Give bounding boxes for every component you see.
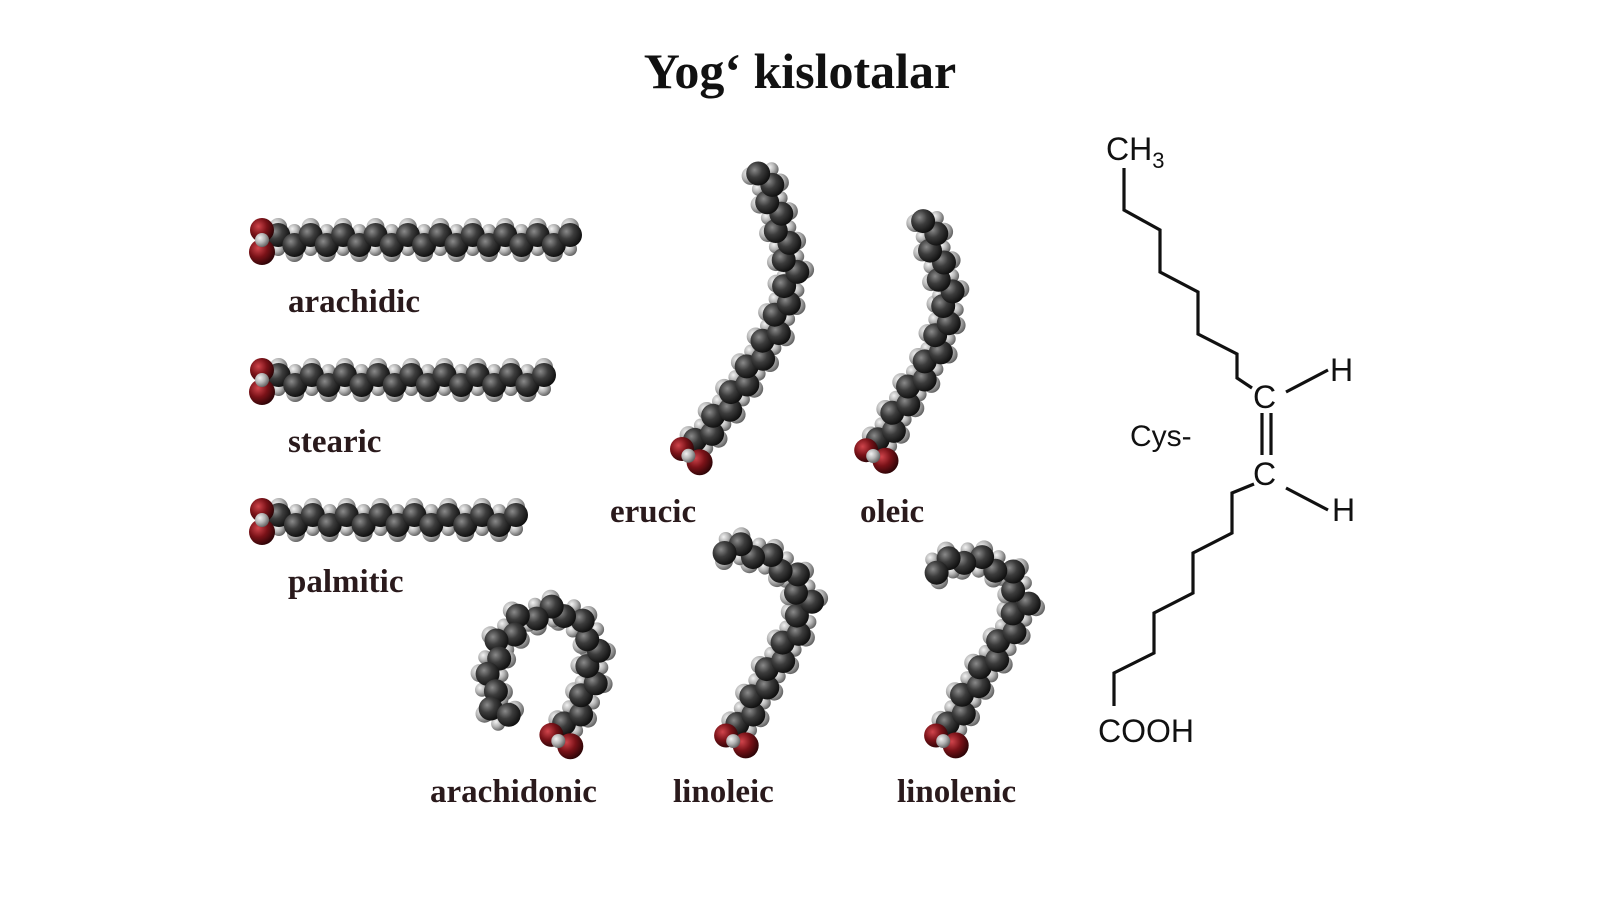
slide-title: Yog‘ kislotalar xyxy=(643,43,957,99)
carbon-atom xyxy=(755,675,780,700)
carbon-atom xyxy=(558,223,582,247)
upper-h-bond xyxy=(1285,368,1329,394)
carbon-atom xyxy=(570,608,595,633)
molecule-erucic xyxy=(670,161,815,476)
label-arachidonic: arachidonic xyxy=(430,774,597,810)
hydrogen-atom xyxy=(255,513,269,527)
carbon-atom xyxy=(896,392,921,417)
molecule-linolenic xyxy=(924,540,1045,759)
carbon-atom xyxy=(1002,620,1027,645)
upper-hydrogen-label: H xyxy=(1330,352,1353,388)
hydrogen-atom xyxy=(551,734,566,748)
carbon-atom xyxy=(524,606,549,631)
upper-carbon-chain xyxy=(1122,168,1253,390)
oxygen-atom xyxy=(250,498,274,522)
molecule-stearic xyxy=(249,358,556,405)
label-arachidic: arachidic xyxy=(288,284,420,320)
carbon-atom xyxy=(951,701,976,726)
carbon-atom xyxy=(1016,591,1041,616)
carbon-atom xyxy=(478,696,503,721)
label-stearic: stearic xyxy=(288,424,381,460)
carbon-atom xyxy=(575,627,600,652)
oxygen-atom xyxy=(249,519,275,545)
methyl-group-label: CH3 xyxy=(1106,131,1164,173)
oxygen-atom xyxy=(249,239,275,265)
carbon-atom xyxy=(911,209,936,234)
upper-carbon-label: C xyxy=(1253,379,1276,415)
carbon-atom xyxy=(766,321,791,346)
molecule-arachidonic xyxy=(470,589,616,760)
label-linolenic: linolenic xyxy=(897,774,1016,810)
carbon-atom xyxy=(1001,559,1026,584)
lower-carbon-chain xyxy=(1112,482,1255,706)
carbon-atom xyxy=(505,603,530,628)
carbon-atom xyxy=(484,628,509,653)
carbon-atom xyxy=(881,418,906,443)
carbon-atom xyxy=(912,367,937,392)
lower-carbon-label: C xyxy=(1253,456,1276,492)
carbon-atom xyxy=(746,161,771,186)
carbon-atom xyxy=(786,621,811,646)
molecule-oleic xyxy=(854,209,970,474)
label-erucic: erucic xyxy=(610,494,696,530)
carbon-atom xyxy=(718,397,743,422)
carbon-atom xyxy=(496,702,521,727)
label-linoleic: linoleic xyxy=(673,774,774,810)
molecule-linoleic xyxy=(712,527,829,759)
carbon-atom xyxy=(504,503,528,527)
hydrogen-atom xyxy=(255,373,269,387)
carbon-atom xyxy=(741,702,766,727)
hydrogen-atom xyxy=(936,734,951,749)
carboxyl-group-label: COOH xyxy=(1098,713,1194,749)
label-palmitic: palmitic xyxy=(288,564,403,600)
carbon-atom xyxy=(712,541,737,565)
lower-hydrogen-label: H xyxy=(1332,492,1355,528)
carbon-atom xyxy=(569,702,594,727)
oxygen-atom xyxy=(250,218,274,242)
carbon-atom xyxy=(700,421,725,446)
oxygen-atom xyxy=(249,379,275,405)
hydrogen-atom xyxy=(726,734,741,749)
carbon-atom xyxy=(759,543,784,567)
oxygen-atom xyxy=(250,358,274,382)
carbon-atom xyxy=(966,674,991,699)
carbon-atom xyxy=(751,346,776,371)
carbon-atom xyxy=(924,560,949,585)
carbon-atom xyxy=(532,363,556,387)
cis-isomer-label: Cys- xyxy=(1130,420,1192,453)
carbon-atom xyxy=(985,647,1010,672)
molecule-palmitic xyxy=(249,498,528,545)
hydrogen-atom xyxy=(866,449,881,463)
carbon-atom xyxy=(735,372,760,397)
carbon-atom xyxy=(502,622,527,647)
label-oleic: oleic xyxy=(860,494,924,530)
carbon-atom xyxy=(771,649,796,673)
molecule-arachidic xyxy=(249,218,582,265)
carbon-atom xyxy=(784,580,808,605)
hydrogen-atom xyxy=(255,233,269,247)
carbon-atom xyxy=(1001,578,1026,603)
cis-structural-formula: CH3 C C H H Cys- COOH xyxy=(1098,131,1355,749)
hydrogen-atom xyxy=(681,448,696,463)
lower-h-bond xyxy=(1285,486,1329,512)
